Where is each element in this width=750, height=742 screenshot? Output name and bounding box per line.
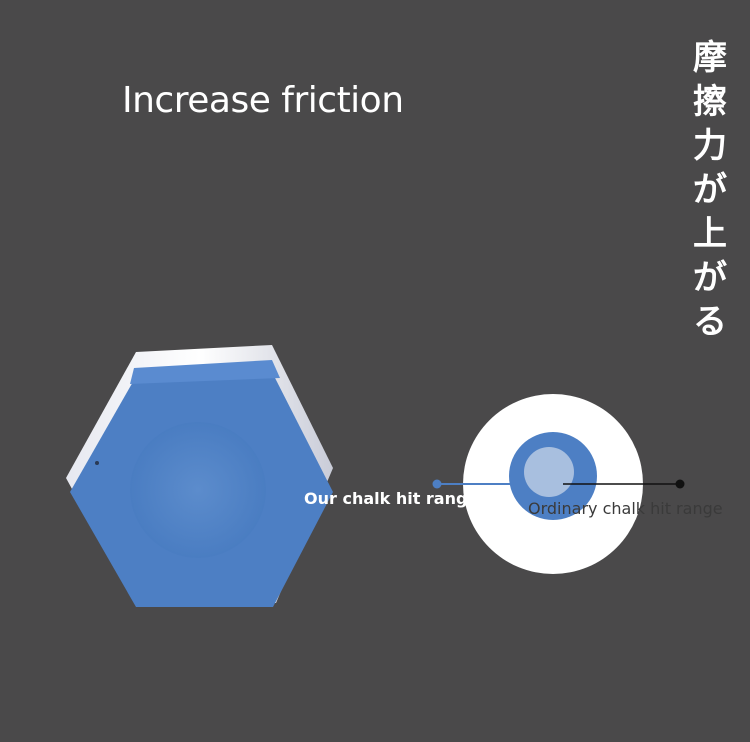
caption-char: が [693,258,727,298]
caption-char: 擦 [693,82,727,122]
caption-char: る [693,302,727,342]
chalk-top-edge [130,360,280,384]
ordinary-range-leader-dot [675,479,685,489]
caption-char: 力 [693,126,727,166]
our-range-label: Our chalk hit range [304,489,479,508]
hit-range-diagram [432,394,685,574]
ordinary-range-label: Ordinary chalk hit range [528,499,723,518]
caption-char: 上 [693,214,727,254]
chalk-dimple [130,422,266,558]
vertical-caption: 摩 擦 力 が 上 が る [690,36,730,344]
chalk-speck [95,461,99,465]
caption-char: が [693,170,727,210]
chalk-cube [66,345,333,607]
caption-char: 摩 [693,38,727,78]
headline: Increase friction [122,80,404,121]
our-range-leader-dot [432,479,442,489]
inner-contact-spot [524,447,574,497]
